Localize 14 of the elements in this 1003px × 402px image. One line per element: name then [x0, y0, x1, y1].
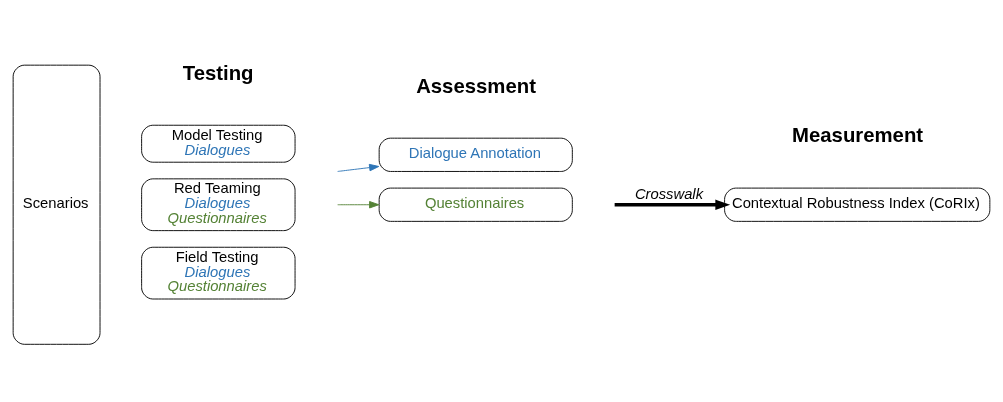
- arrow: [337, 200, 380, 208]
- node-box: Dialogue Annotation: [378, 137, 573, 172]
- node-box: Contextual Robustness Index (CoRIx): [724, 187, 991, 222]
- label: Assessment: [416, 74, 536, 97]
- label: Measurement: [792, 123, 924, 146]
- edge-label: Crosswalk: [634, 185, 704, 202]
- node-box: Questionnaires: [378, 187, 573, 222]
- node-box: Scenarios: [12, 64, 101, 345]
- arrow: [614, 199, 731, 210]
- node-box: Field Testing Dialogues Questionnaires: [141, 246, 296, 299]
- node-box: Model Testing Dialogues: [141, 124, 296, 163]
- arrow: [337, 163, 380, 172]
- node-box: Red Teaming Dialogues Questionnaires: [141, 177, 296, 231]
- label: Testing: [182, 61, 254, 84]
